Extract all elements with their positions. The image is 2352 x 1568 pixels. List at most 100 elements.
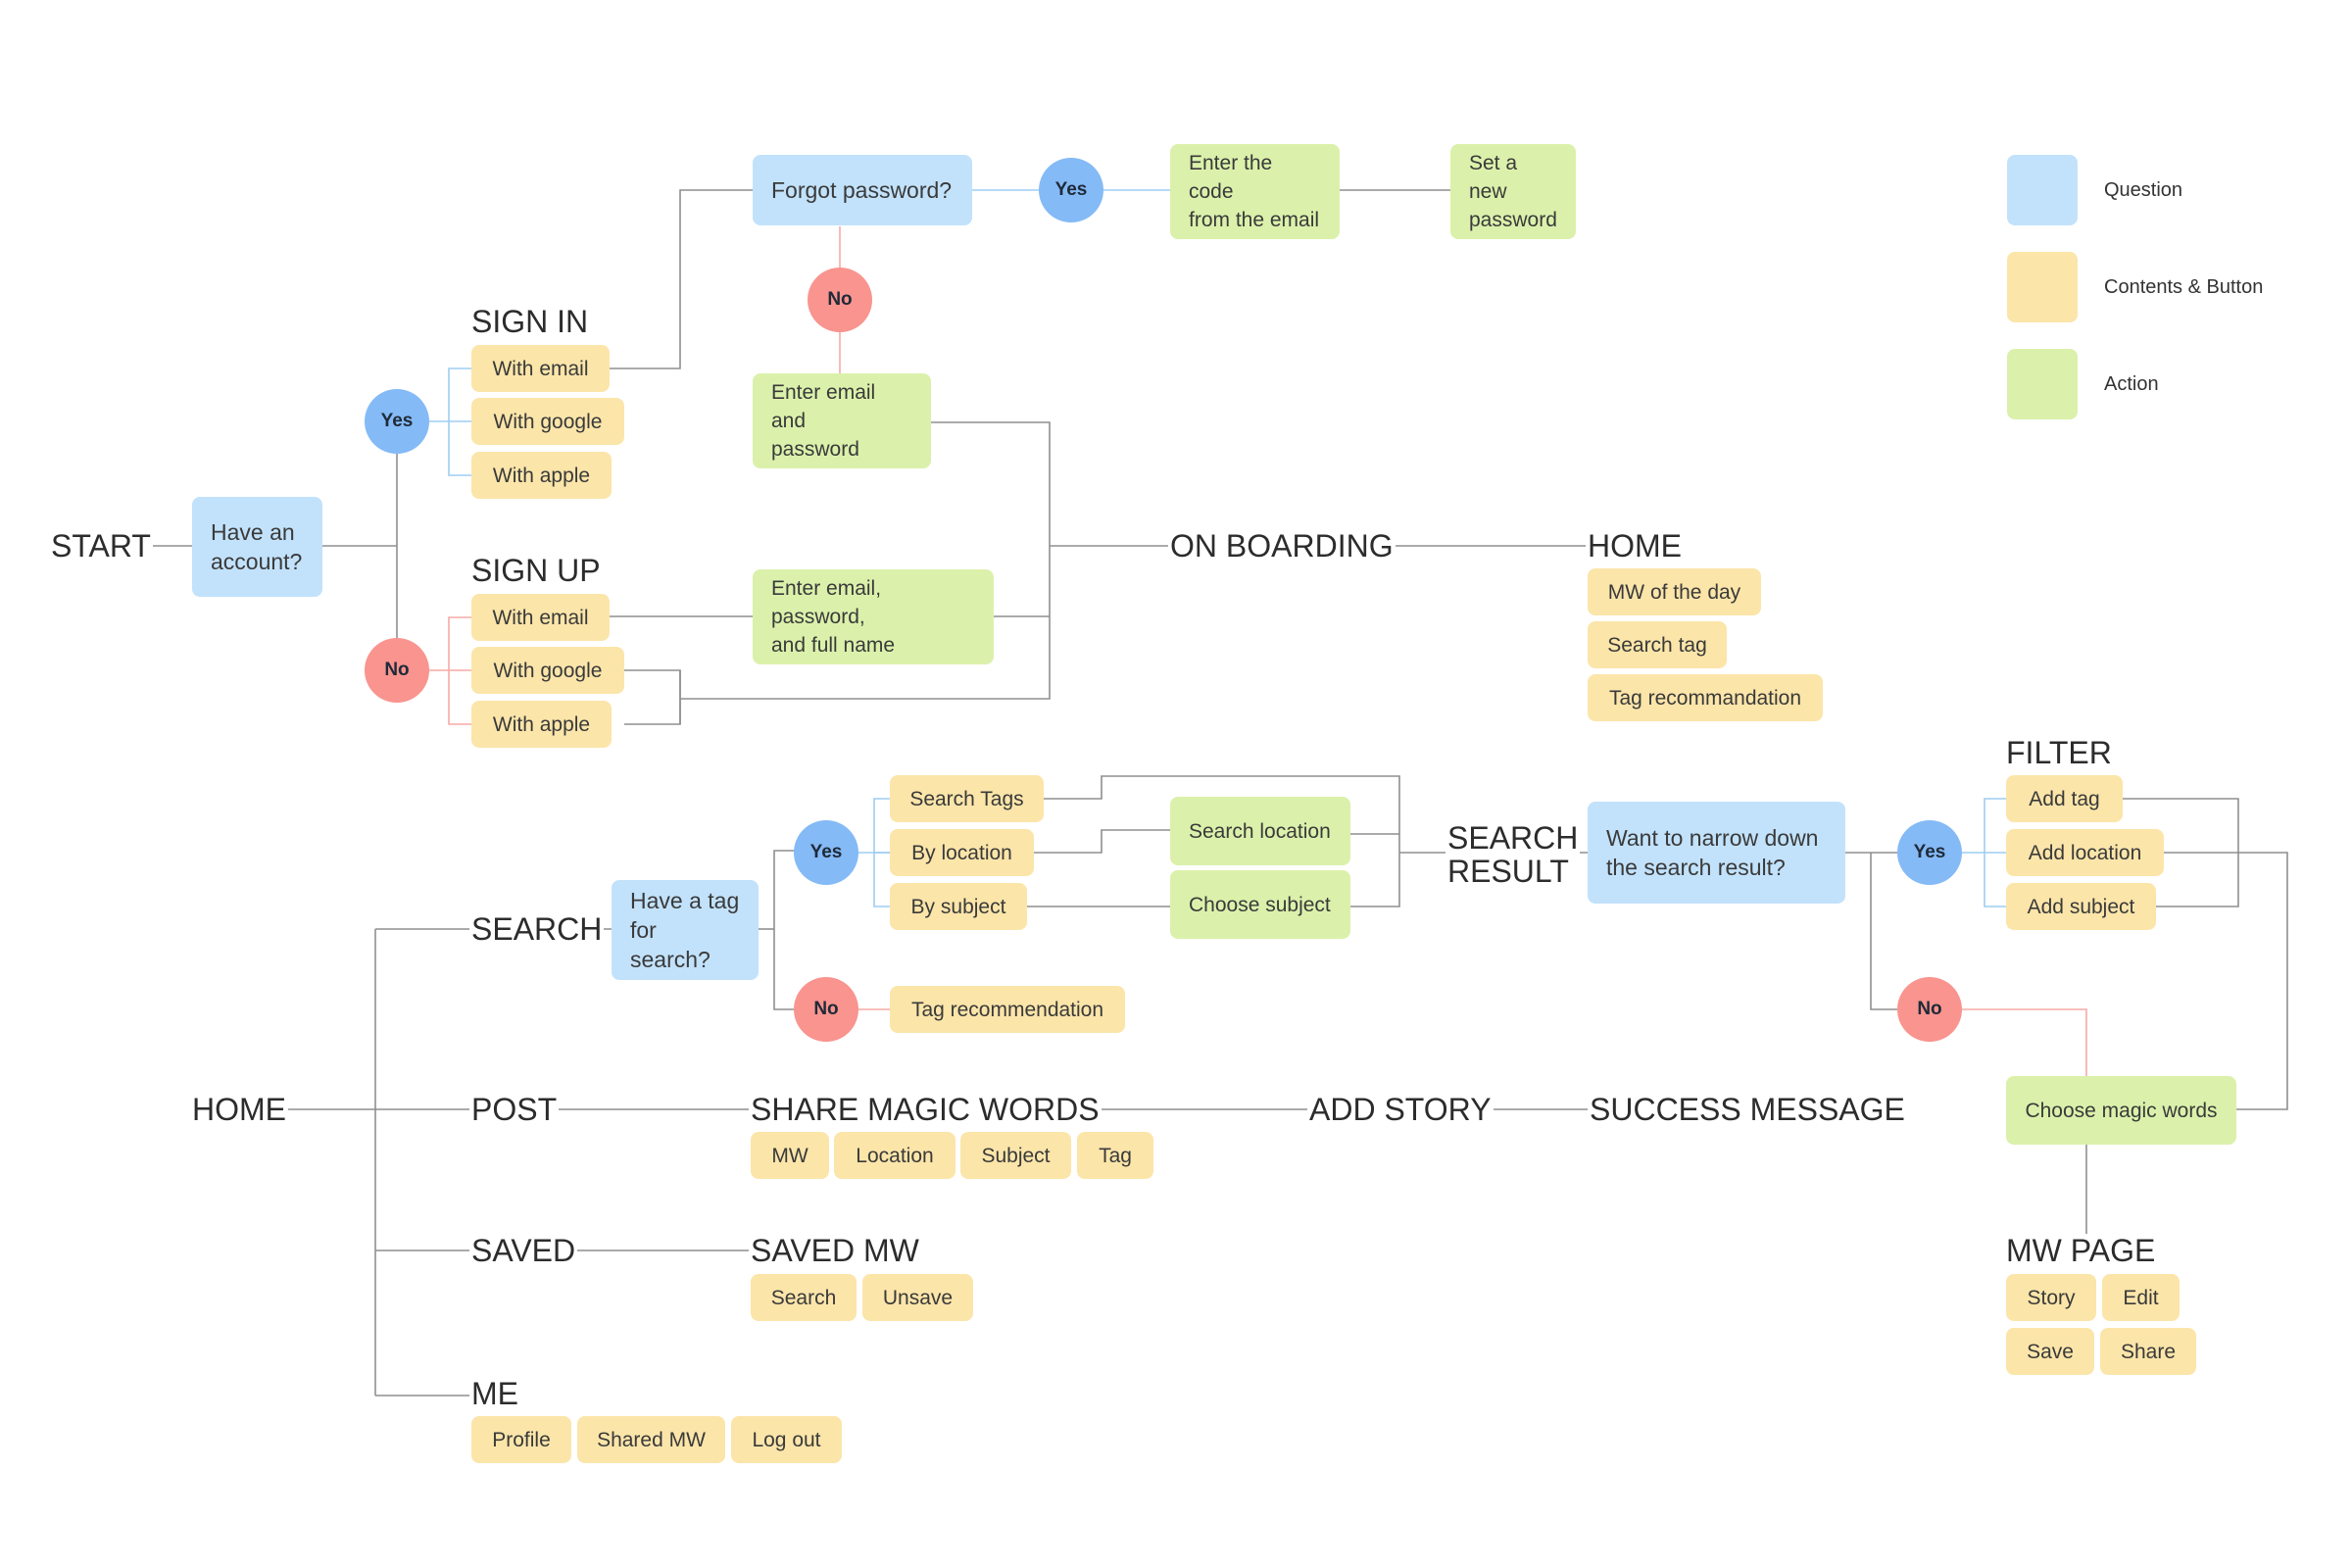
mw-page-label: MW PAGE [2004, 1233, 2158, 1268]
save-text: Save [2027, 1340, 2074, 1363]
story-text: Story [2027, 1286, 2076, 1309]
set-password-action: Set a new password [1450, 144, 1576, 239]
by-location: By location [890, 829, 1034, 876]
profile-text: Profile [492, 1428, 551, 1451]
sign-in-with-apple-text: With apple [492, 464, 591, 487]
share-button: Share [2100, 1328, 2196, 1375]
sign-up-with-google-text: With google [493, 659, 603, 682]
subject-chip: Subject [960, 1132, 1071, 1179]
search-location-action: Search location [1170, 797, 1350, 865]
search-location-text: Search location [1189, 819, 1331, 843]
tag-chip: Tag [1077, 1132, 1153, 1179]
search-result-label: SEARCH RESULT [1446, 820, 1581, 889]
set-password-text: Set a new password [1469, 152, 1557, 231]
edit-text: Edit [2123, 1286, 2159, 1309]
sign-in-with-google-text: With google [493, 410, 603, 433]
add-location: Add location [2006, 829, 2164, 876]
add-tag-text: Add tag [2029, 787, 2100, 810]
tag-recommandation: Tag recommandation [1588, 674, 1823, 721]
shared-mw-button: Shared MW [577, 1416, 725, 1463]
forgot-password-text: Forgot password? [771, 177, 953, 203]
narrow-no-node: No [1897, 977, 1962, 1042]
add-location-text: Add location [2028, 841, 2142, 864]
on-boarding-label: ON BOARDING [1168, 528, 1396, 564]
share-magic-words-label: SHARE MAGIC WORDS [749, 1092, 1102, 1127]
sign-in-with-email-text: With email [492, 357, 589, 380]
log-out-button: Log out [731, 1416, 842, 1463]
search-tags-text: Search Tags [909, 787, 1024, 810]
forgot-yes-node: Yes [1039, 158, 1103, 222]
sign-in-with-email: With email [471, 345, 610, 392]
choose-magic-words-text: Choose magic words [2025, 1099, 2218, 1122]
save-button: Save [2006, 1328, 2094, 1375]
forgot-password-question: Forgot password? [753, 155, 972, 225]
have-tag-text: Have a tag for search? [630, 888, 740, 972]
add-subject: Add subject [2006, 883, 2156, 930]
have-account-question: Have an account? [192, 497, 322, 597]
search-tag-text: Search tag [1607, 633, 1707, 657]
edit-button: Edit [2102, 1274, 2180, 1321]
story-button: Story [2006, 1274, 2096, 1321]
by-subject: By subject [890, 883, 1027, 930]
choose-subject-text: Choose subject [1189, 893, 1331, 916]
enter-code-action: Enter the code from the email [1170, 144, 1340, 239]
narrow-yes-node: Yes [1897, 820, 1962, 885]
search-tags: Search Tags [890, 775, 1044, 822]
location-chip: Location [834, 1132, 956, 1179]
enter-email-password-text: Enter email and password [771, 381, 876, 461]
shared-mw-text: Shared MW [597, 1428, 706, 1451]
choose-magic-words-action: Choose magic words [2006, 1076, 2236, 1145]
choose-subject-action: Choose subject [1170, 870, 1350, 939]
forgot-no-node: No [808, 268, 872, 332]
post-label: POST [469, 1092, 560, 1127]
sign-up-with-apple-text: With apple [492, 712, 591, 736]
filter-label: FILTER [2004, 735, 2114, 770]
narrow-down-text: Want to narrow down the search result? [1606, 825, 1819, 880]
enter-email-full-action: Enter email, password, and full name [753, 569, 994, 664]
account-no-node: No [365, 638, 429, 703]
share-text: Share [2120, 1340, 2177, 1363]
legend-question-swatch [2007, 155, 2078, 225]
legend-question-label: Question [2104, 179, 2183, 201]
saved-label: SAVED [469, 1233, 578, 1268]
success-message-label: SUCCESS MESSAGE [1588, 1092, 1907, 1127]
sign-in-label: SIGN IN [469, 304, 591, 339]
profile-button: Profile [471, 1416, 571, 1463]
account-yes-node: Yes [365, 389, 429, 454]
tag-chip-text: Tag [1099, 1144, 1132, 1167]
sign-in-with-apple: With apple [471, 452, 612, 499]
search-tag: Search tag [1588, 621, 1727, 668]
unsave-button: Unsave [862, 1274, 973, 1321]
tag-yes-node: Yes [794, 820, 858, 885]
sign-in-with-google: With google [471, 398, 624, 445]
search-label: SEARCH [469, 911, 605, 947]
legend-contents-swatch [2007, 252, 2078, 322]
sign-up-with-google: With google [471, 647, 624, 694]
sign-up-with-email: With email [471, 594, 610, 641]
add-subject-text: Add subject [2027, 895, 2135, 918]
saved-search-text: Search [770, 1286, 837, 1309]
have-account-text: Have an account? [211, 519, 303, 574]
add-tag: Add tag [2006, 775, 2123, 822]
narrow-down-question: Want to narrow down the search result? [1588, 802, 1845, 904]
mw-of-the-day: MW of the day [1588, 568, 1761, 615]
by-subject-text: By subject [910, 895, 1006, 918]
mw-of-the-day-text: MW of the day [1607, 580, 1741, 604]
saved-mw-label: SAVED MW [749, 1233, 921, 1268]
tag-recommendation: Tag recommendation [890, 986, 1125, 1033]
legend-contents-label: Contents & Button [2104, 276, 2264, 298]
log-out-text: Log out [752, 1428, 821, 1451]
tag-no-node: No [794, 977, 858, 1042]
mw-chip-text: MW [771, 1144, 808, 1167]
subject-chip-text: Subject [981, 1144, 1051, 1167]
legend-action-label: Action [2104, 373, 2159, 395]
enter-code-text: Enter the code from the email [1189, 152, 1320, 231]
sign-up-with-email-text: With email [492, 606, 589, 629]
start-label: START [49, 528, 153, 564]
unsave-text: Unsave [882, 1286, 954, 1309]
tag-recommandation-text: Tag recommandation [1608, 686, 1802, 710]
by-location-text: By location [911, 841, 1012, 864]
mw-chip: MW [751, 1132, 829, 1179]
